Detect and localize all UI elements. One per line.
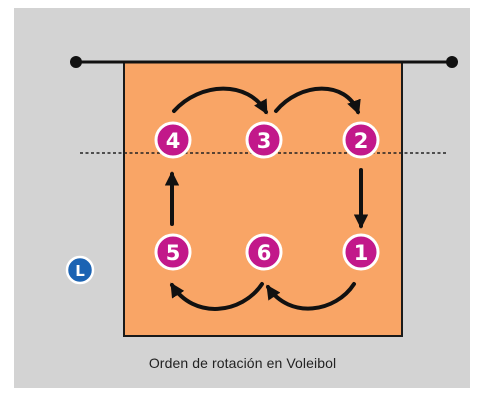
- libero-label: L: [75, 262, 85, 280]
- diagram-caption: Orden de rotación en Voleibol: [148, 355, 337, 371]
- player-5-label: 5: [166, 241, 181, 265]
- player-6-label: 6: [257, 241, 272, 265]
- player-1-label: 1: [354, 241, 369, 265]
- player-1: 1: [342, 233, 380, 271]
- rotation-arrow-4-to-3: [172, 86, 268, 115]
- player-3-label: 3: [257, 129, 272, 153]
- rotation-arrow-6-to-5: [170, 282, 264, 311]
- player-4-label: 4: [166, 129, 181, 153]
- rotation-arrow-3-to-2: [274, 86, 361, 115]
- player-5: 5: [154, 233, 192, 271]
- net-post-left: [70, 56, 82, 68]
- player-2-label: 2: [354, 129, 369, 153]
- net-post-right: [446, 56, 458, 68]
- player-6: 6: [245, 233, 283, 271]
- rotation-arrow-1-to-6: [266, 282, 356, 311]
- player-2: 2: [342, 121, 380, 159]
- libero-badge: L: [65, 255, 95, 285]
- player-4: 4: [154, 121, 192, 159]
- player-3: 3: [245, 121, 283, 159]
